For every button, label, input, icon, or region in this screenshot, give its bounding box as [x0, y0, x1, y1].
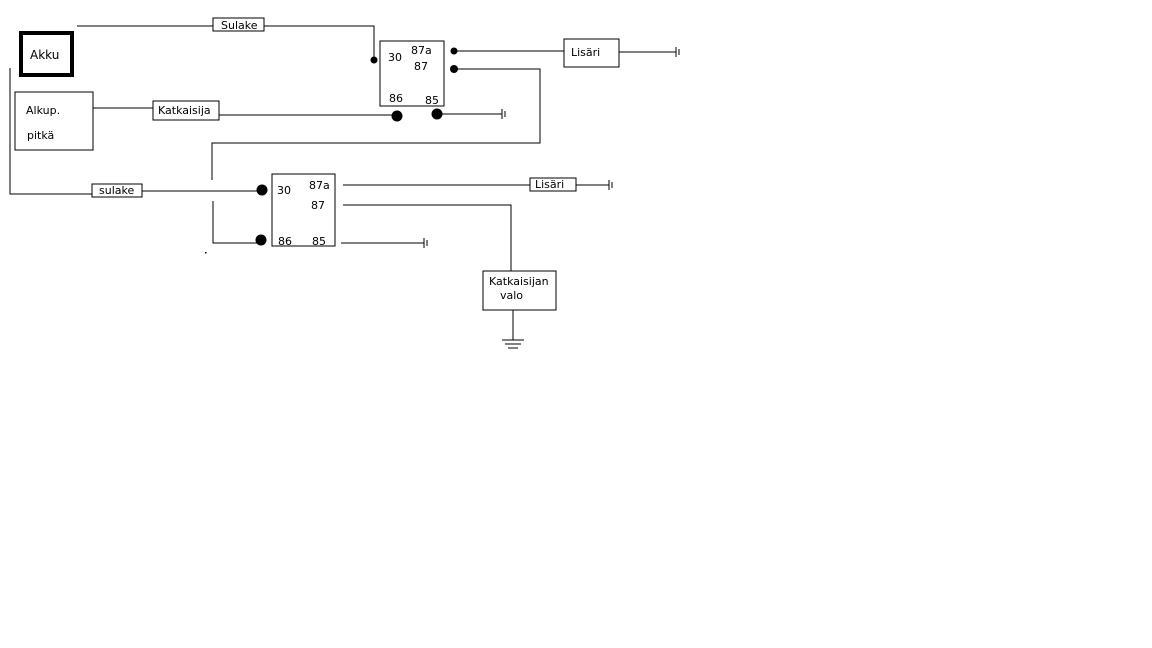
junction-dot [391, 110, 403, 122]
wire-relay2-86-feed [212, 201, 261, 244]
extra-light-bottom: Lisäri [529, 177, 577, 192]
relay-1: 30 87a 87 86 85 [379, 40, 445, 107]
wire-fuse-top-to-relay1 [264, 25, 375, 60]
ground-symbol [502, 339, 524, 349]
battery: Akku [19, 31, 74, 77]
switch: Katkaisija [152, 100, 220, 121]
battery-label: Akku [30, 48, 59, 62]
ground-symbol [501, 109, 506, 119]
relay1-pin-87: 87 [414, 60, 428, 73]
ground-symbol [675, 47, 680, 57]
relay2-pin-87: 87 [311, 199, 325, 212]
original-high-beam: Alkup. pitkä [14, 91, 94, 151]
wire-relay2-87-to-switch-light [343, 204, 512, 271]
stray-dot [205, 252, 207, 254]
wire-battery-to-fuse-bottom [9, 68, 92, 195]
ground-symbol [423, 238, 428, 248]
extra-light-bottom-label: Lisäri [535, 178, 564, 191]
connection-dots [205, 47, 458, 254]
switch-label: Katkaisija [158, 104, 211, 117]
extra-light-top: Lisäri [563, 38, 620, 68]
junction-dot [255, 234, 267, 246]
relay2-pin-87a: 87a [309, 179, 330, 192]
ground-symbol [608, 180, 613, 190]
relay2-pin-86: 86 [278, 235, 292, 248]
extra-light-top-label: Lisäri [571, 46, 600, 59]
junction-dot [256, 184, 268, 196]
fuse-top-label: Sulake [221, 19, 258, 32]
high-beam-label-line1: Alkup. [26, 104, 60, 117]
relay1-pin-85: 85 [425, 94, 439, 107]
relay-2: 30 87a 87 86 85 [271, 173, 336, 248]
switch-light-label-line1: Katkaisijan [489, 275, 549, 288]
switch-light: Katkaisijan valo [482, 270, 557, 311]
relay1-pin-87a: 87a [411, 44, 432, 57]
wire-relay1-87-to-relay2 [211, 68, 541, 180]
relay1-pin-86: 86 [389, 92, 403, 105]
junction-dot [450, 47, 458, 55]
fuse-bottom-label: sulake [99, 184, 134, 197]
switch-light-label-line2: valo [500, 289, 523, 302]
junction-dot [450, 65, 458, 73]
junction-dot [431, 108, 443, 120]
relay1-pin-30: 30 [388, 51, 402, 64]
ground-symbols [423, 47, 680, 349]
relay2-pin-30: 30 [277, 184, 291, 197]
high-beam-label-line2: pitkä [27, 129, 54, 142]
relay2-pin-85: 85 [312, 235, 326, 248]
fuse-bottom: sulake [91, 183, 143, 198]
wires [9, 25, 676, 340]
junction-dot [370, 56, 378, 64]
fuse-top: Sulake [212, 17, 265, 32]
